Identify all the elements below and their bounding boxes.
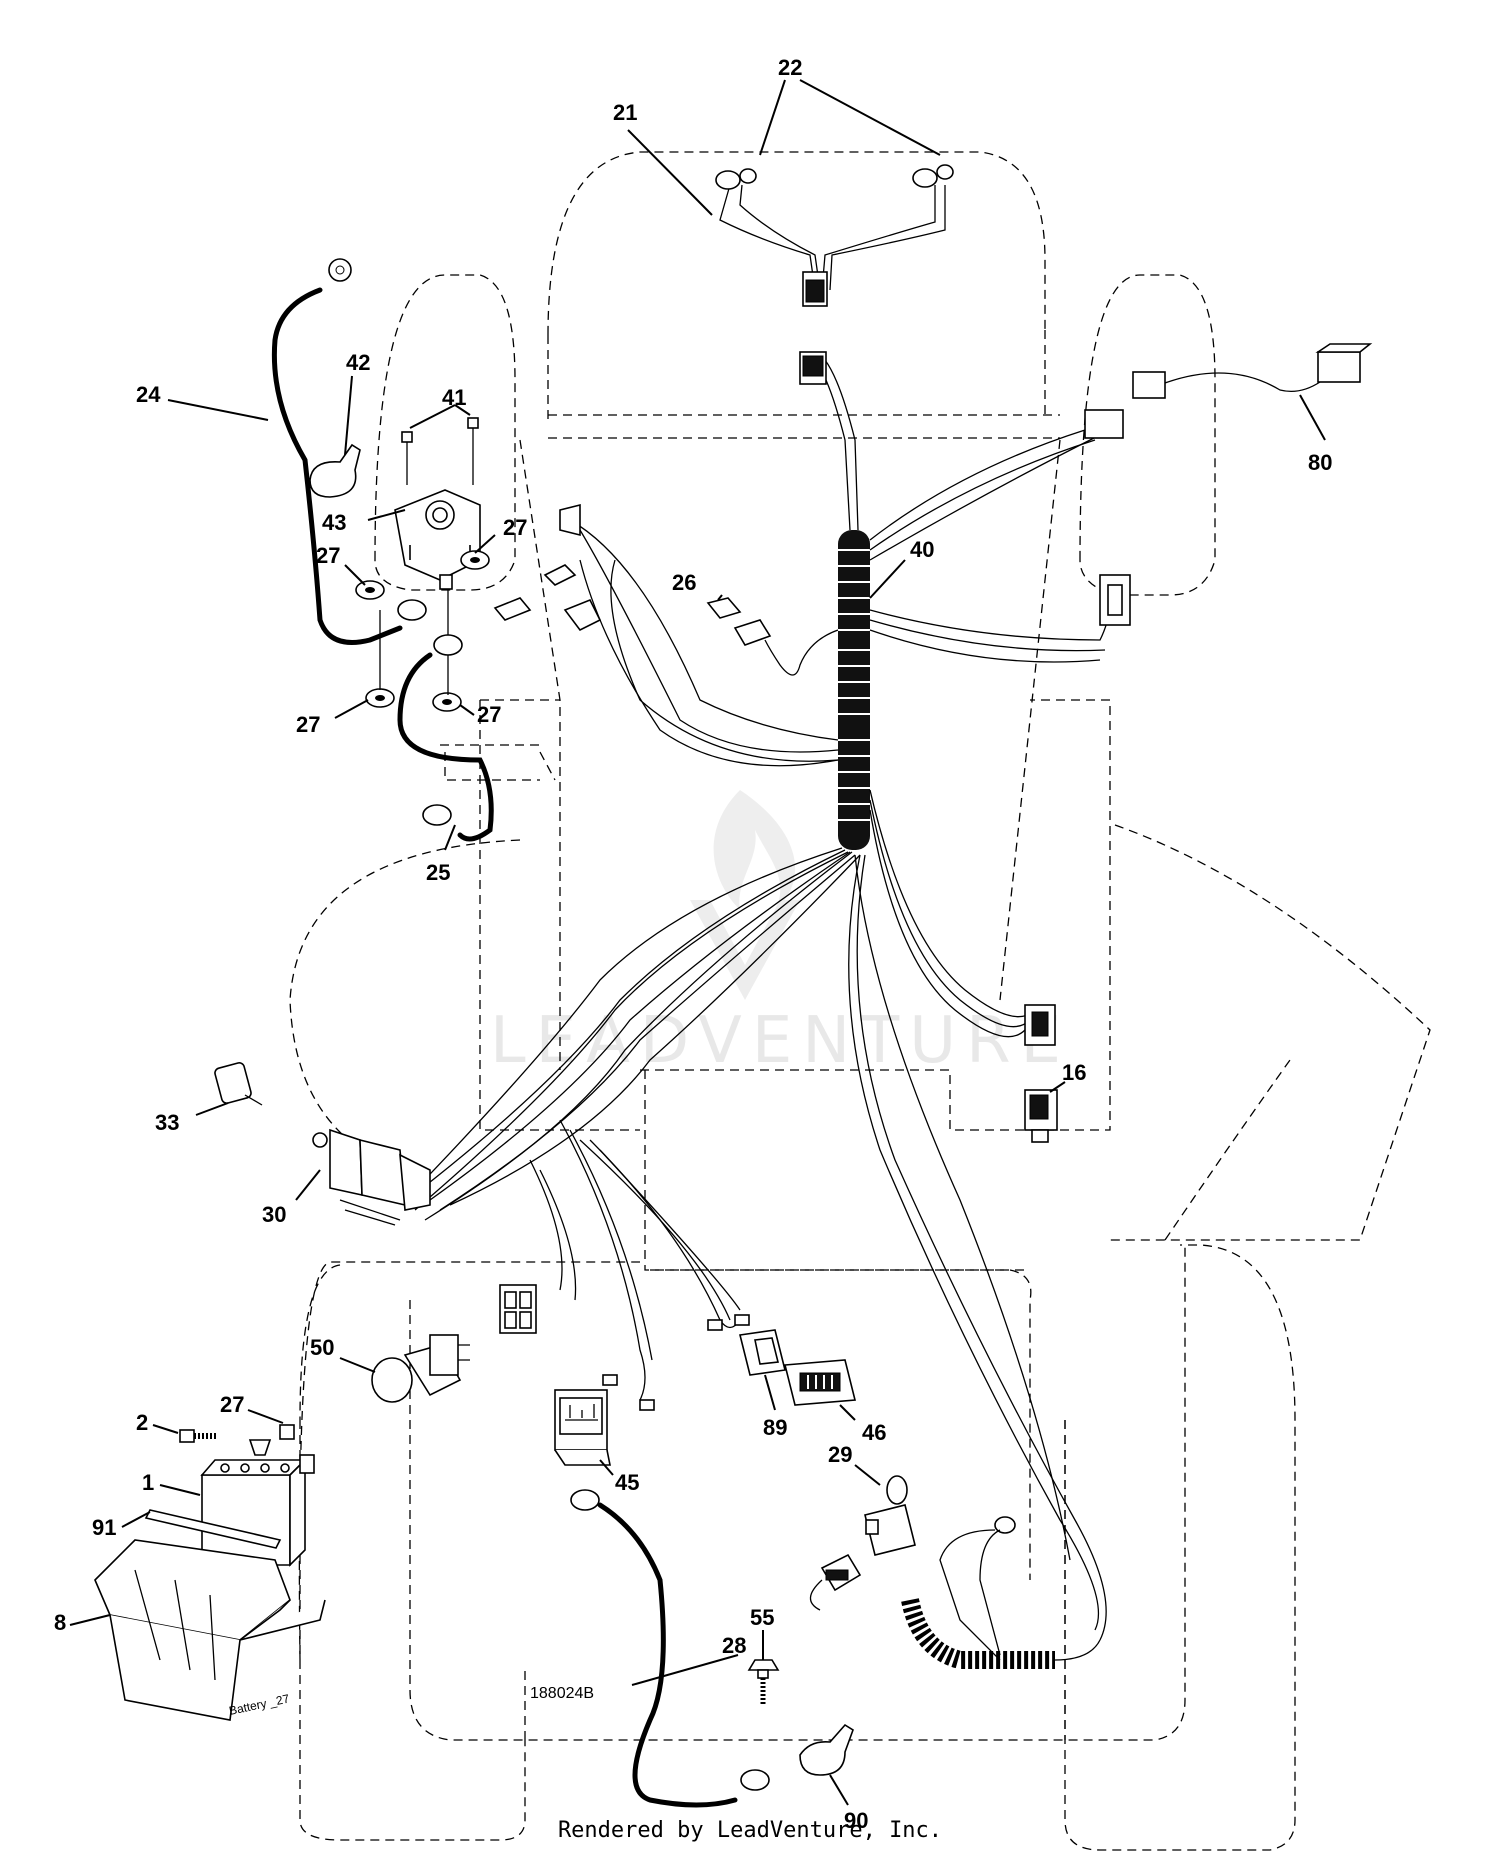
battery-cable-25: [397, 634, 494, 842]
callout-16: 16: [1062, 1060, 1086, 1085]
drawing-number: 188024B: [530, 1685, 594, 1702]
ground-cable-28: [570, 1489, 770, 1808]
callout-40: 40: [910, 537, 934, 562]
bolt-41-right: [467, 417, 479, 485]
tractor-outline: [289, 151, 1431, 1851]
callout-21: 21: [613, 100, 637, 125]
callout-90: 90: [844, 1808, 868, 1833]
callout-28: 28: [722, 1633, 746, 1658]
callout-26: 26: [672, 570, 696, 595]
firewall-connectors: [493, 503, 602, 632]
seat-switch-connector: [1099, 574, 1131, 626]
display-46: [783, 1359, 857, 1406]
terminal-boot-90: [799, 1723, 854, 1776]
callout-33: 33: [155, 1110, 179, 1135]
screw-55: [747, 1659, 780, 1705]
watermark-text: LEADVENTURE: [490, 1004, 1071, 1078]
callout-91: 91: [92, 1515, 116, 1540]
ignition-key-33: [214, 1062, 263, 1106]
ignition-switch-30: [312, 1128, 431, 1226]
callout-8: 8: [54, 1610, 66, 1635]
rear-coil-cord: [809, 1516, 1101, 1669]
callout-43: 43: [322, 510, 346, 535]
nut-27-lower-right: [432, 692, 462, 712]
pto-switch-50: [371, 1334, 470, 1403]
battery-tag: Battery _27: [228, 1691, 291, 1718]
nut-27-lower-left: [365, 688, 395, 708]
callout-labels: 22 21 24 42 41 43 27 27 27 27 80 40 26 2…: [54, 55, 1332, 1833]
nut-27-solenoid-left: [355, 580, 385, 600]
callout-22: 22: [778, 55, 802, 80]
battery-nut-27: [248, 1424, 295, 1456]
callout-27-solenoid-left: 27: [316, 543, 340, 568]
hour-meter-45: [554, 1389, 611, 1466]
bolt-41-left: [401, 431, 413, 485]
callout-27-solenoid-right: 27: [503, 515, 527, 540]
solenoid-43: [394, 489, 481, 590]
switch-16: [1024, 1004, 1058, 1143]
callout-41: 41: [442, 385, 466, 410]
callout-27-lower-right: 27: [477, 702, 501, 727]
callout-89: 89: [763, 1415, 787, 1440]
terminal-cover-42: [309, 443, 361, 498]
battery-1: [200, 1454, 315, 1567]
relay-29: [864, 1475, 916, 1556]
callout-27-lower-left: 27: [296, 712, 320, 737]
small-connectors: [602, 1314, 750, 1411]
battery-bolt-2: [179, 1429, 218, 1443]
callout-30: 30: [262, 1202, 286, 1227]
watermark: LEADVENTURE: [490, 790, 1071, 1078]
callout-24: 24: [136, 382, 161, 407]
callout-46: 46: [862, 1420, 886, 1445]
harness-conduit: [838, 530, 870, 850]
callout-55: 55: [750, 1605, 774, 1630]
headlight-right: [912, 164, 954, 188]
battery-tray-8: [94, 1539, 326, 1721]
callout-42: 42: [346, 350, 370, 375]
callout-27-battery: 27: [220, 1392, 244, 1417]
battery-cable-24: [271, 258, 427, 645]
callout-25: 25: [426, 860, 450, 885]
nut-27-solenoid-right: [460, 550, 490, 570]
callout-50: 50: [310, 1335, 334, 1360]
battery-strap-91: [144, 1509, 282, 1549]
leader-lines: [69, 79, 1326, 1806]
headlight-connector: [799, 271, 828, 385]
callout-2: 2: [136, 1410, 148, 1435]
callout-80: 80: [1308, 450, 1332, 475]
connector-80: [1084, 343, 1373, 439]
fuse-26: [706, 597, 772, 646]
callout-29: 29: [828, 1442, 852, 1467]
callout-45: 45: [615, 1470, 639, 1495]
footer-credit: Rendered by LeadVenture, Inc.: [557, 1818, 943, 1843]
bracket-89: [739, 1329, 786, 1376]
callout-1: 1: [142, 1470, 154, 1495]
headlight-left: [715, 168, 757, 190]
harness-wires: [409, 184, 1111, 1641]
multi-pin-connector: [499, 1284, 537, 1334]
